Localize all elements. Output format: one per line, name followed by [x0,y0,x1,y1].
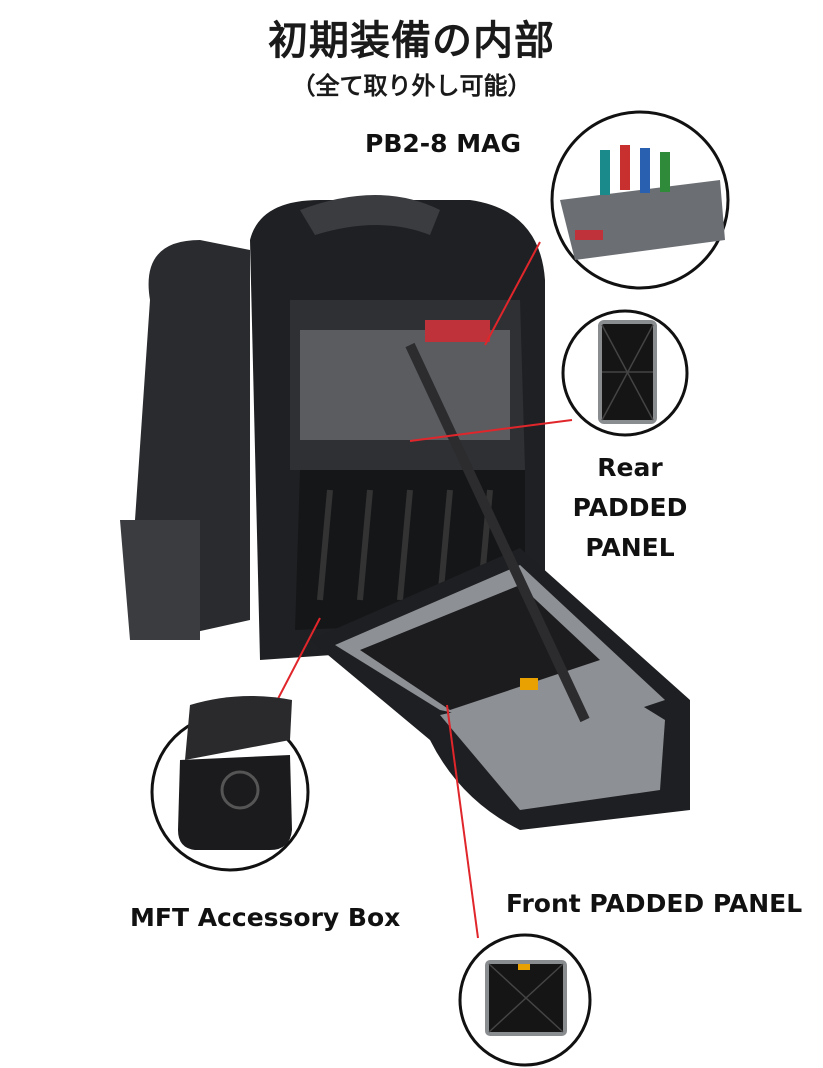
label-box: MFT Accessory Box [130,903,401,932]
tool-pouch-image [550,110,730,290]
callout-line-rear-panel [409,419,573,442]
callout-line-pouch [484,241,541,346]
label-rear-panel-line: PANEL [585,533,675,562]
page-subtitle: （全て取り外し可能） [291,72,532,100]
page-title: 初期装備の内部 [268,18,555,64]
label-front-panel: Front PADDED PANEL [506,889,803,918]
front-padded-panel-image [458,933,592,1067]
label-rear-panel-line: Rear [597,453,663,482]
label-rear-panel: Rear PADDED PANEL [560,448,700,568]
rear-padded-panel-image [561,309,689,437]
label-rear-panel-line: PADDED [572,493,688,522]
label-pouch: PB2-8 MAG [365,129,521,158]
accessory-box-image [150,696,310,872]
backpack-image [120,195,690,830]
callout-line-front-panel [446,704,479,939]
